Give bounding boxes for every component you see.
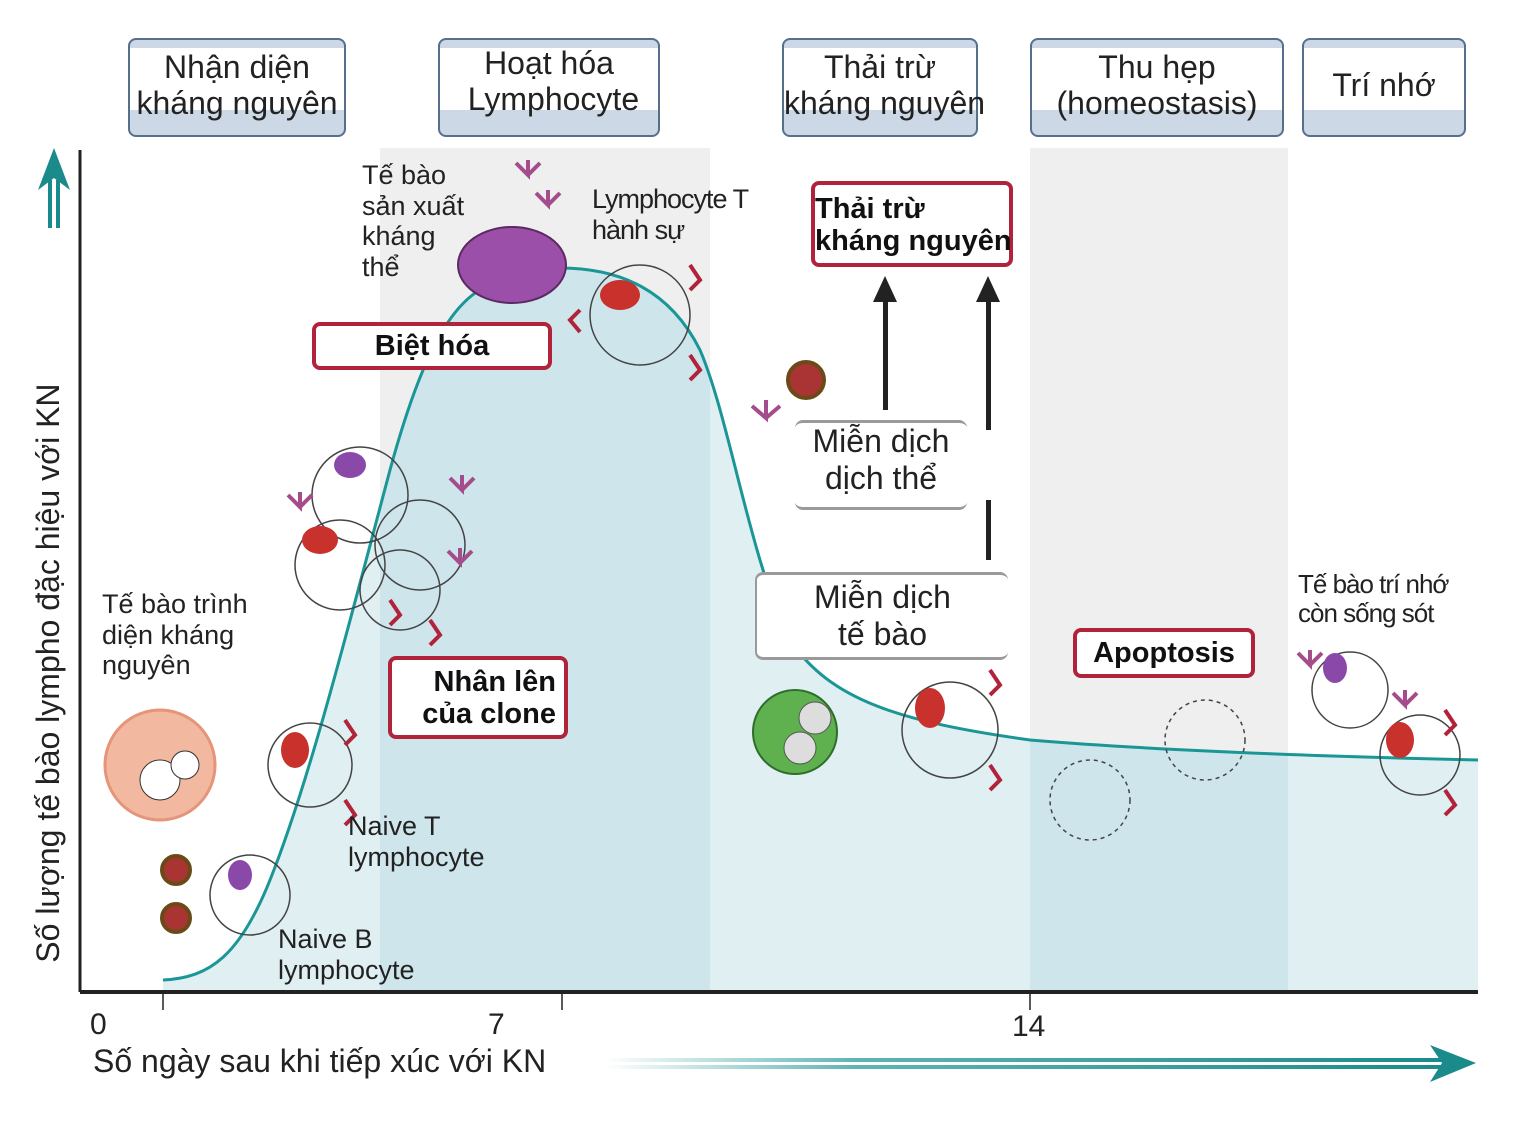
stage-label: Hoạt hóa Lymphocyte bbox=[467, 45, 640, 117]
antibody-icons bbox=[286, 160, 1419, 710]
y-arrow-icon bbox=[38, 148, 70, 228]
x-tick-label: 0 bbox=[90, 1008, 107, 1041]
plasma-cell-icon bbox=[457, 226, 567, 304]
humoral-immunity-box: Miễn dịch dịch thể bbox=[795, 420, 967, 510]
tcr-icons bbox=[343, 263, 1458, 827]
apoptosis-box: Apoptosis bbox=[1073, 628, 1255, 678]
stage-activation: Hoạt hóa Lymphocyte bbox=[438, 38, 660, 137]
stage-label: Nhận diện kháng nguyên bbox=[136, 49, 338, 121]
x-tick-label: 14 bbox=[1012, 1010, 1046, 1043]
naive-b-label: Naive B lymphocyte bbox=[278, 924, 415, 985]
antigen-icons bbox=[160, 360, 826, 934]
stage-memory: Trí nhớ bbox=[1302, 38, 1466, 137]
y-axis-label: Số lượng tế bào lympho đặc hiệu với KN bbox=[29, 383, 66, 963]
plasma-cell-label: Tế bào sản xuất kháng thể bbox=[362, 160, 465, 282]
elimination-arrows bbox=[873, 276, 1000, 560]
effector-t-label: Lymphocyte T hành sự bbox=[592, 184, 749, 245]
stage-label: Thu hẹp (homeostasis) bbox=[1056, 49, 1258, 121]
x-tick-label: 7 bbox=[488, 1008, 505, 1041]
stage-label: Trí nhớ bbox=[1332, 67, 1436, 103]
cytotoxic-target-cell-icon bbox=[752, 689, 838, 775]
elimination-box: Thải trừ kháng nguyên bbox=[811, 181, 1013, 267]
b-cell-nuclei bbox=[228, 452, 1347, 890]
stage-contraction: Thu hẹp (homeostasis) bbox=[1030, 38, 1284, 137]
naive-t-label: Naive T lymphocyte bbox=[348, 811, 485, 872]
stage-label: Thải trừ kháng nguyên bbox=[784, 49, 986, 121]
cellular-immunity-box: Miễn dịch tế bào bbox=[755, 572, 1008, 660]
x-ticks bbox=[162, 992, 1031, 1010]
lymphocyte-outlines bbox=[209, 264, 1461, 936]
clonal-expansion-box: Nhân lên của clone bbox=[388, 656, 568, 739]
memory-cell-label: Tế bào trí nhớ còn sống sót bbox=[1298, 569, 1449, 629]
stage-elimination: Thải trừ kháng nguyên bbox=[782, 38, 986, 137]
x-axis-label: Số ngày sau khi tiếp xúc với KN bbox=[93, 1043, 547, 1079]
differentiation-box: Biệt hóa bbox=[312, 322, 552, 370]
response-curve bbox=[162, 266, 1479, 982]
t-cell-nuclei bbox=[281, 280, 1414, 768]
antigen-presenting-cell-icon bbox=[103, 708, 217, 822]
apc-label: Tế bào trình diện kháng nguyên bbox=[102, 589, 248, 680]
response-area-shaded bbox=[380, 268, 1288, 992]
x-arrow-icon bbox=[605, 1045, 1476, 1082]
stage-recognition: Nhận diện kháng nguyên bbox=[128, 38, 346, 137]
